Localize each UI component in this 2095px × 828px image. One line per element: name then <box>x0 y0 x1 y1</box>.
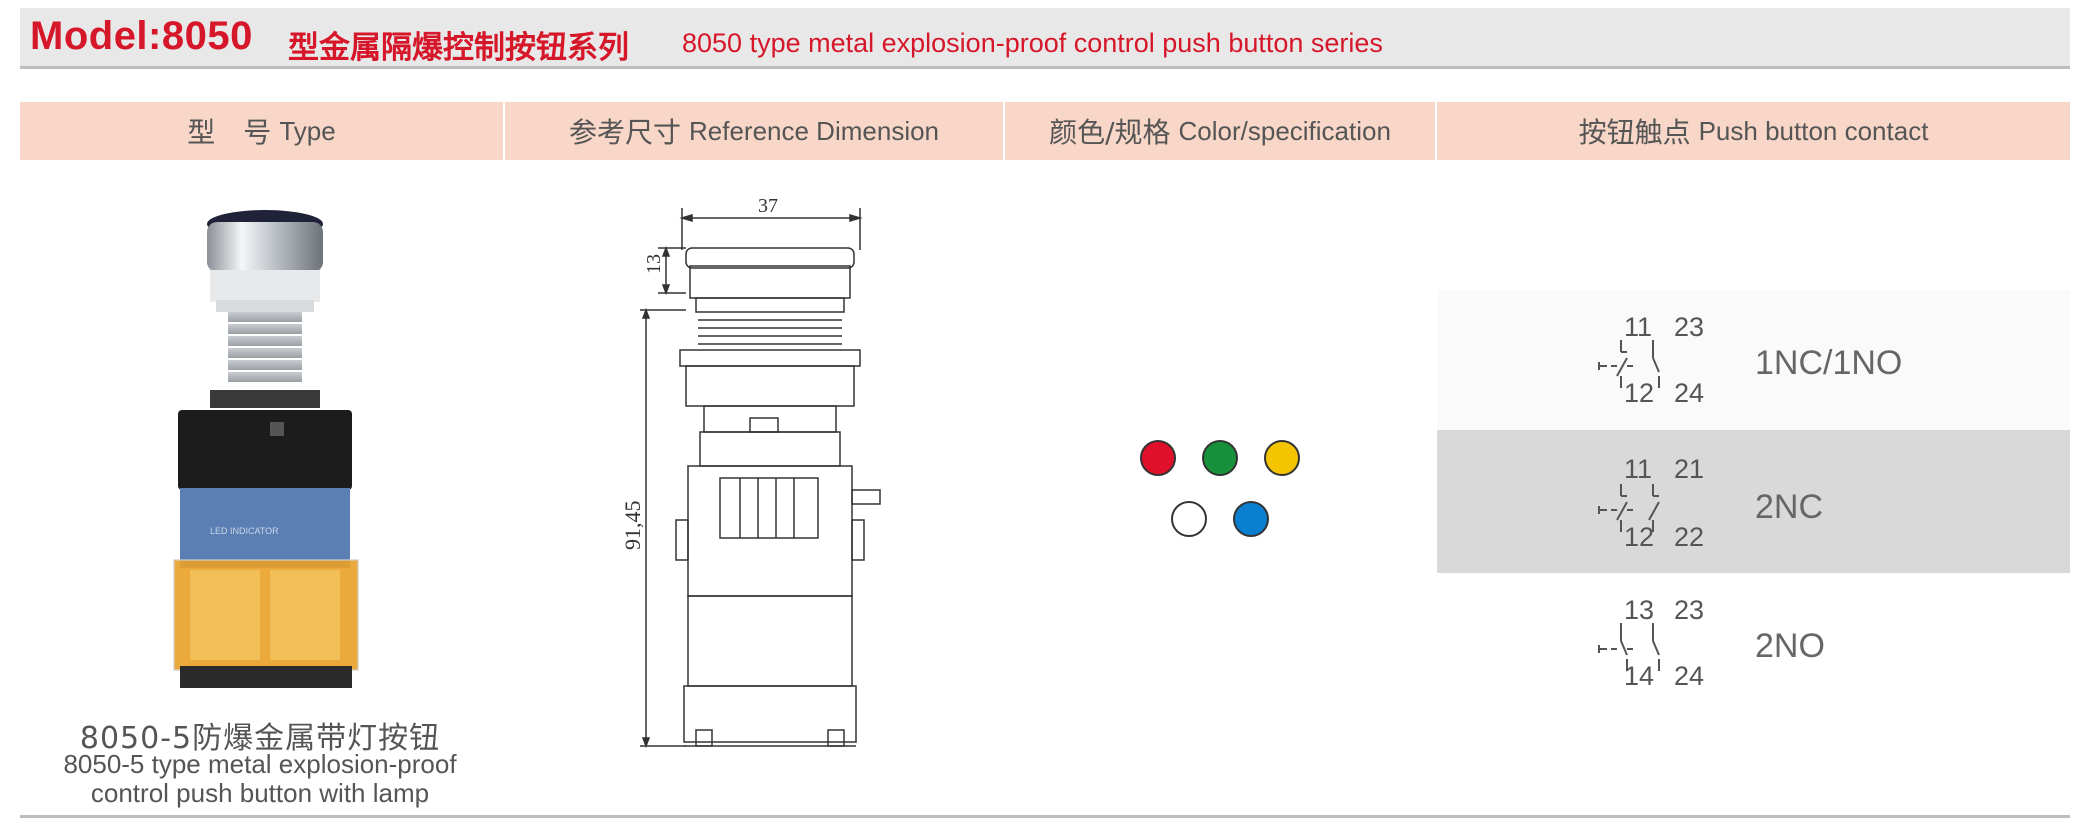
dim-head-label: 13 <box>643 254 665 274</box>
title-english: 8050 type metal explosion-proof control … <box>682 28 1383 58</box>
contact-num: 12 <box>1624 522 1655 552</box>
contact-label: 2NC <box>1755 488 1824 526</box>
color-dot-yellow <box>1264 440 1300 476</box>
product-caption-en-line1: 8050-5 type metal explosion-proof <box>63 749 457 779</box>
bottom-divider <box>20 815 2070 818</box>
dimension-drawing: 37 13 91,45 <box>620 195 881 749</box>
contact-num: 23 <box>1674 595 1705 625</box>
contact-num: 23 <box>1674 312 1705 342</box>
column-header-color-cn: 颜色/规格 <box>1049 116 1171 149</box>
column-header-dimension-cn: 参考尺寸 <box>568 116 681 149</box>
color-dot-blue <box>1233 501 1269 537</box>
contact-symbol-2no-icon <box>1598 623 1660 671</box>
color-dot-white <box>1171 501 1207 537</box>
contact-row-1nc1no: 11 23 12 24 1NC/1NO <box>1437 290 2070 430</box>
color-dot-green <box>1202 440 1238 476</box>
product-caption-en-line2: control push button with lamp <box>90 778 430 808</box>
contact-num: 13 <box>1624 595 1655 625</box>
title-chinese: 型金属隔爆控制按钮系列 <box>288 30 629 66</box>
contact-num: 22 <box>1674 522 1705 552</box>
contact-num: 12 <box>1624 378 1655 408</box>
contact-num: 11 <box>1624 454 1653 484</box>
contact-num: 21 <box>1674 454 1705 484</box>
column-header-contact-cn: 按钮触点 <box>1578 116 1691 149</box>
column-header-contact: 按钮触点 Push button contact <box>1437 102 2070 160</box>
photo-label-text: LED INDICATOR <box>210 526 279 536</box>
contact-num: 24 <box>1674 661 1705 691</box>
column-header-dimension: 参考尺寸 Reference Dimension <box>505 102 1005 160</box>
contact-label: 1NC/1NO <box>1755 344 1903 382</box>
contact-symbol-2nc-icon <box>1598 484 1660 532</box>
contact-num: 14 <box>1624 661 1655 691</box>
column-header-contact-en: Push button contact <box>1698 115 1929 146</box>
column-header-dimension-en: Reference Dimension <box>689 115 940 146</box>
column-header-color-en: Color/specification <box>1178 115 1391 146</box>
table-header: 型 号 Type 参考尺寸 Reference Dimension 颜色/规格 … <box>20 102 2070 160</box>
column-header-type-en: Type <box>279 115 336 146</box>
column-header-type: 型 号 Type <box>20 102 505 160</box>
product-caption-cn: 8050-5防爆金属带灯按钮 <box>79 721 441 756</box>
title-bar: Model:8050 型金属隔爆控制按钮系列 8050 type metal e… <box>20 8 2070 69</box>
contact-label: 2NO <box>1755 627 1825 665</box>
column-header-type-cn: 型 号 <box>187 116 272 149</box>
contact-num: 11 <box>1624 312 1653 342</box>
contact-row-2no: 13 23 14 24 2NO <box>1437 573 2070 713</box>
dim-width-label: 37 <box>758 195 778 217</box>
contact-row-2nc: 11 21 12 22 2NC <box>1437 430 2070 573</box>
contact-symbol-nc-no-icon <box>1598 340 1660 388</box>
product-photo: LED INDICATOR <box>173 210 359 688</box>
color-dot-red <box>1140 440 1176 476</box>
column-header-color: 颜色/规格 Color/specification <box>1005 102 1437 160</box>
contact-num: 24 <box>1674 378 1705 408</box>
title-model: Model:8050 <box>30 14 253 58</box>
dim-total-label: 91,45 <box>620 501 645 551</box>
